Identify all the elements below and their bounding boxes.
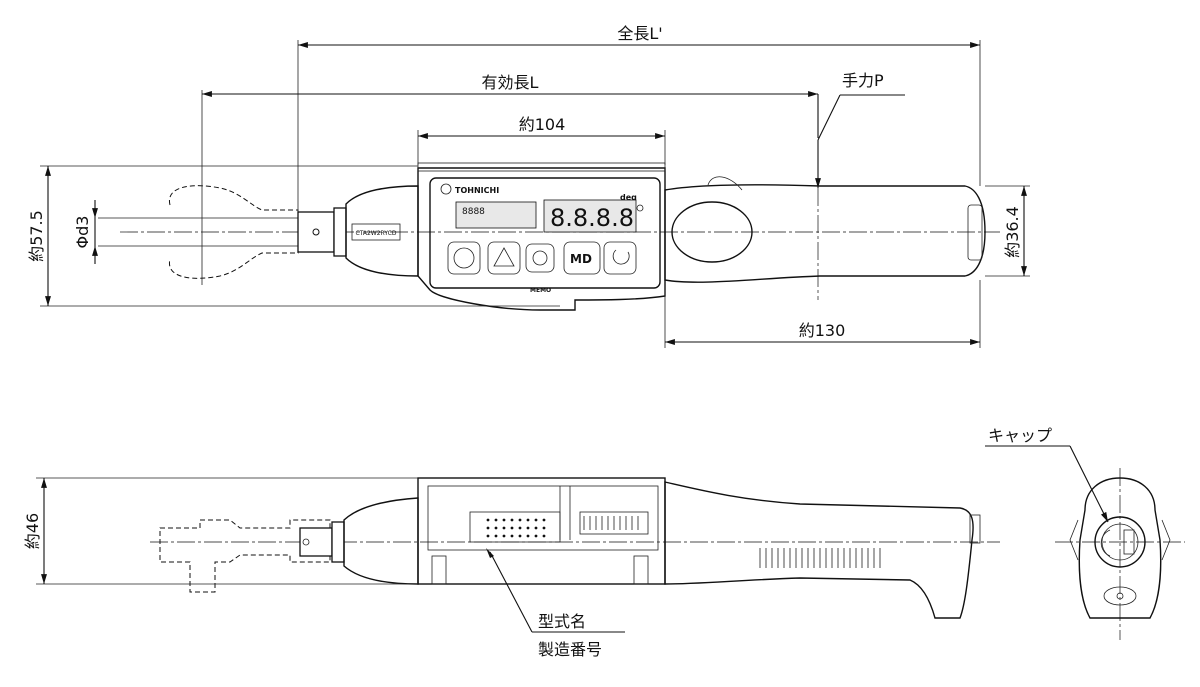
memo-label: MEMO: [530, 287, 551, 294]
side-foot-left: [431, 555, 447, 585]
side-neck: [343, 497, 419, 585]
drive-pin: [312, 228, 320, 236]
model-leader-arrow: [486, 548, 494, 558]
end-body: [1078, 477, 1162, 619]
ratchet-head-outline: [169, 185, 299, 279]
model-name-plate: [469, 511, 561, 543]
serial-plate-hatch: [583, 516, 639, 530]
top-view: CTA2W2RYCD TOHNICHI deg 8888 8.8.8.8 MD …: [27, 24, 1030, 348]
dia-36-4-label: 約36.4: [1003, 206, 1022, 258]
refresh-icon: [612, 249, 630, 265]
power-button[interactable]: [447, 241, 481, 275]
grip-tab: [707, 176, 743, 191]
cap-arc-icon: [1100, 529, 1111, 557]
side-drive-pin: [302, 538, 310, 546]
main-segment-text: 8.8.8.8: [550, 204, 634, 232]
housing-top-rim: [417, 162, 666, 172]
side-housing: [417, 477, 666, 585]
head-dimension-lines: [98, 217, 298, 247]
grip-handle: [664, 184, 986, 283]
down-circle-icon: [532, 250, 548, 266]
clear-button[interactable]: [603, 241, 637, 275]
width-104-label: 約104: [519, 115, 566, 134]
effective-length-label: 有効長L: [482, 73, 539, 92]
end-side-flats: [1069, 519, 1171, 561]
display-panel: [429, 177, 661, 289]
overall-length-label: 全長L': [617, 24, 662, 43]
grip-window: [671, 201, 753, 263]
model-plate: [351, 223, 401, 241]
model-leader-line: [489, 551, 533, 633]
end-view: キャップ: [985, 426, 1185, 640]
status-led: [636, 204, 644, 212]
triangle-up-icon: [493, 247, 515, 267]
hand-force-leader: [817, 94, 841, 141]
end-cap: [967, 204, 983, 261]
height-46-label: 約46: [23, 513, 42, 549]
drive-collar: [333, 207, 347, 257]
dia-d3-label: Φd3: [73, 216, 92, 249]
hand-force-label: 手力P: [842, 71, 884, 90]
down-button[interactable]: [525, 243, 555, 273]
end-hole-center: [1116, 592, 1124, 600]
md-label: MD: [570, 252, 592, 266]
plate-dots: [486, 518, 546, 538]
small-segment-display: [455, 201, 537, 229]
side-grip: [664, 481, 974, 619]
cap-leader-line: [1069, 445, 1109, 523]
unit-text: deg: [620, 193, 637, 202]
cap-inner: [1101, 523, 1139, 561]
square-drive: [297, 211, 335, 253]
side-grip-knurl: [759, 548, 881, 568]
serial-number-plate: [579, 511, 649, 535]
serial-number-label: 製造番号: [538, 640, 602, 659]
cap-lock-mark: [1123, 529, 1135, 555]
small-segment-text: 8888: [462, 207, 485, 217]
model-name-label: 型式名: [538, 612, 586, 631]
brand-text: TOHNICHI: [455, 186, 499, 195]
brand-logo-icon: [440, 183, 452, 195]
up-button[interactable]: [487, 241, 521, 275]
height-57-5-label: 約57.5: [27, 210, 46, 262]
power-icon: [453, 247, 475, 269]
cap-label: キャップ: [988, 426, 1052, 445]
side-end-cap: [969, 514, 981, 544]
main-segment-display: [543, 199, 637, 233]
cap-outer: [1094, 516, 1146, 568]
width-130-label: 約130: [799, 321, 846, 340]
end-hanging-hole: [1103, 586, 1137, 606]
side-inner-frame: [427, 485, 659, 551]
side-square-drive: [299, 527, 333, 557]
side-foot-right: [633, 555, 649, 585]
model-plate-text: CTA2W2RYCD: [356, 230, 397, 237]
side-view: 約46 型式名 製造番号: [23, 477, 1000, 659]
side-head-outline: [159, 519, 331, 593]
display-housing: [417, 167, 666, 311]
side-collar: [331, 521, 345, 563]
md-button[interactable]: [563, 241, 601, 275]
